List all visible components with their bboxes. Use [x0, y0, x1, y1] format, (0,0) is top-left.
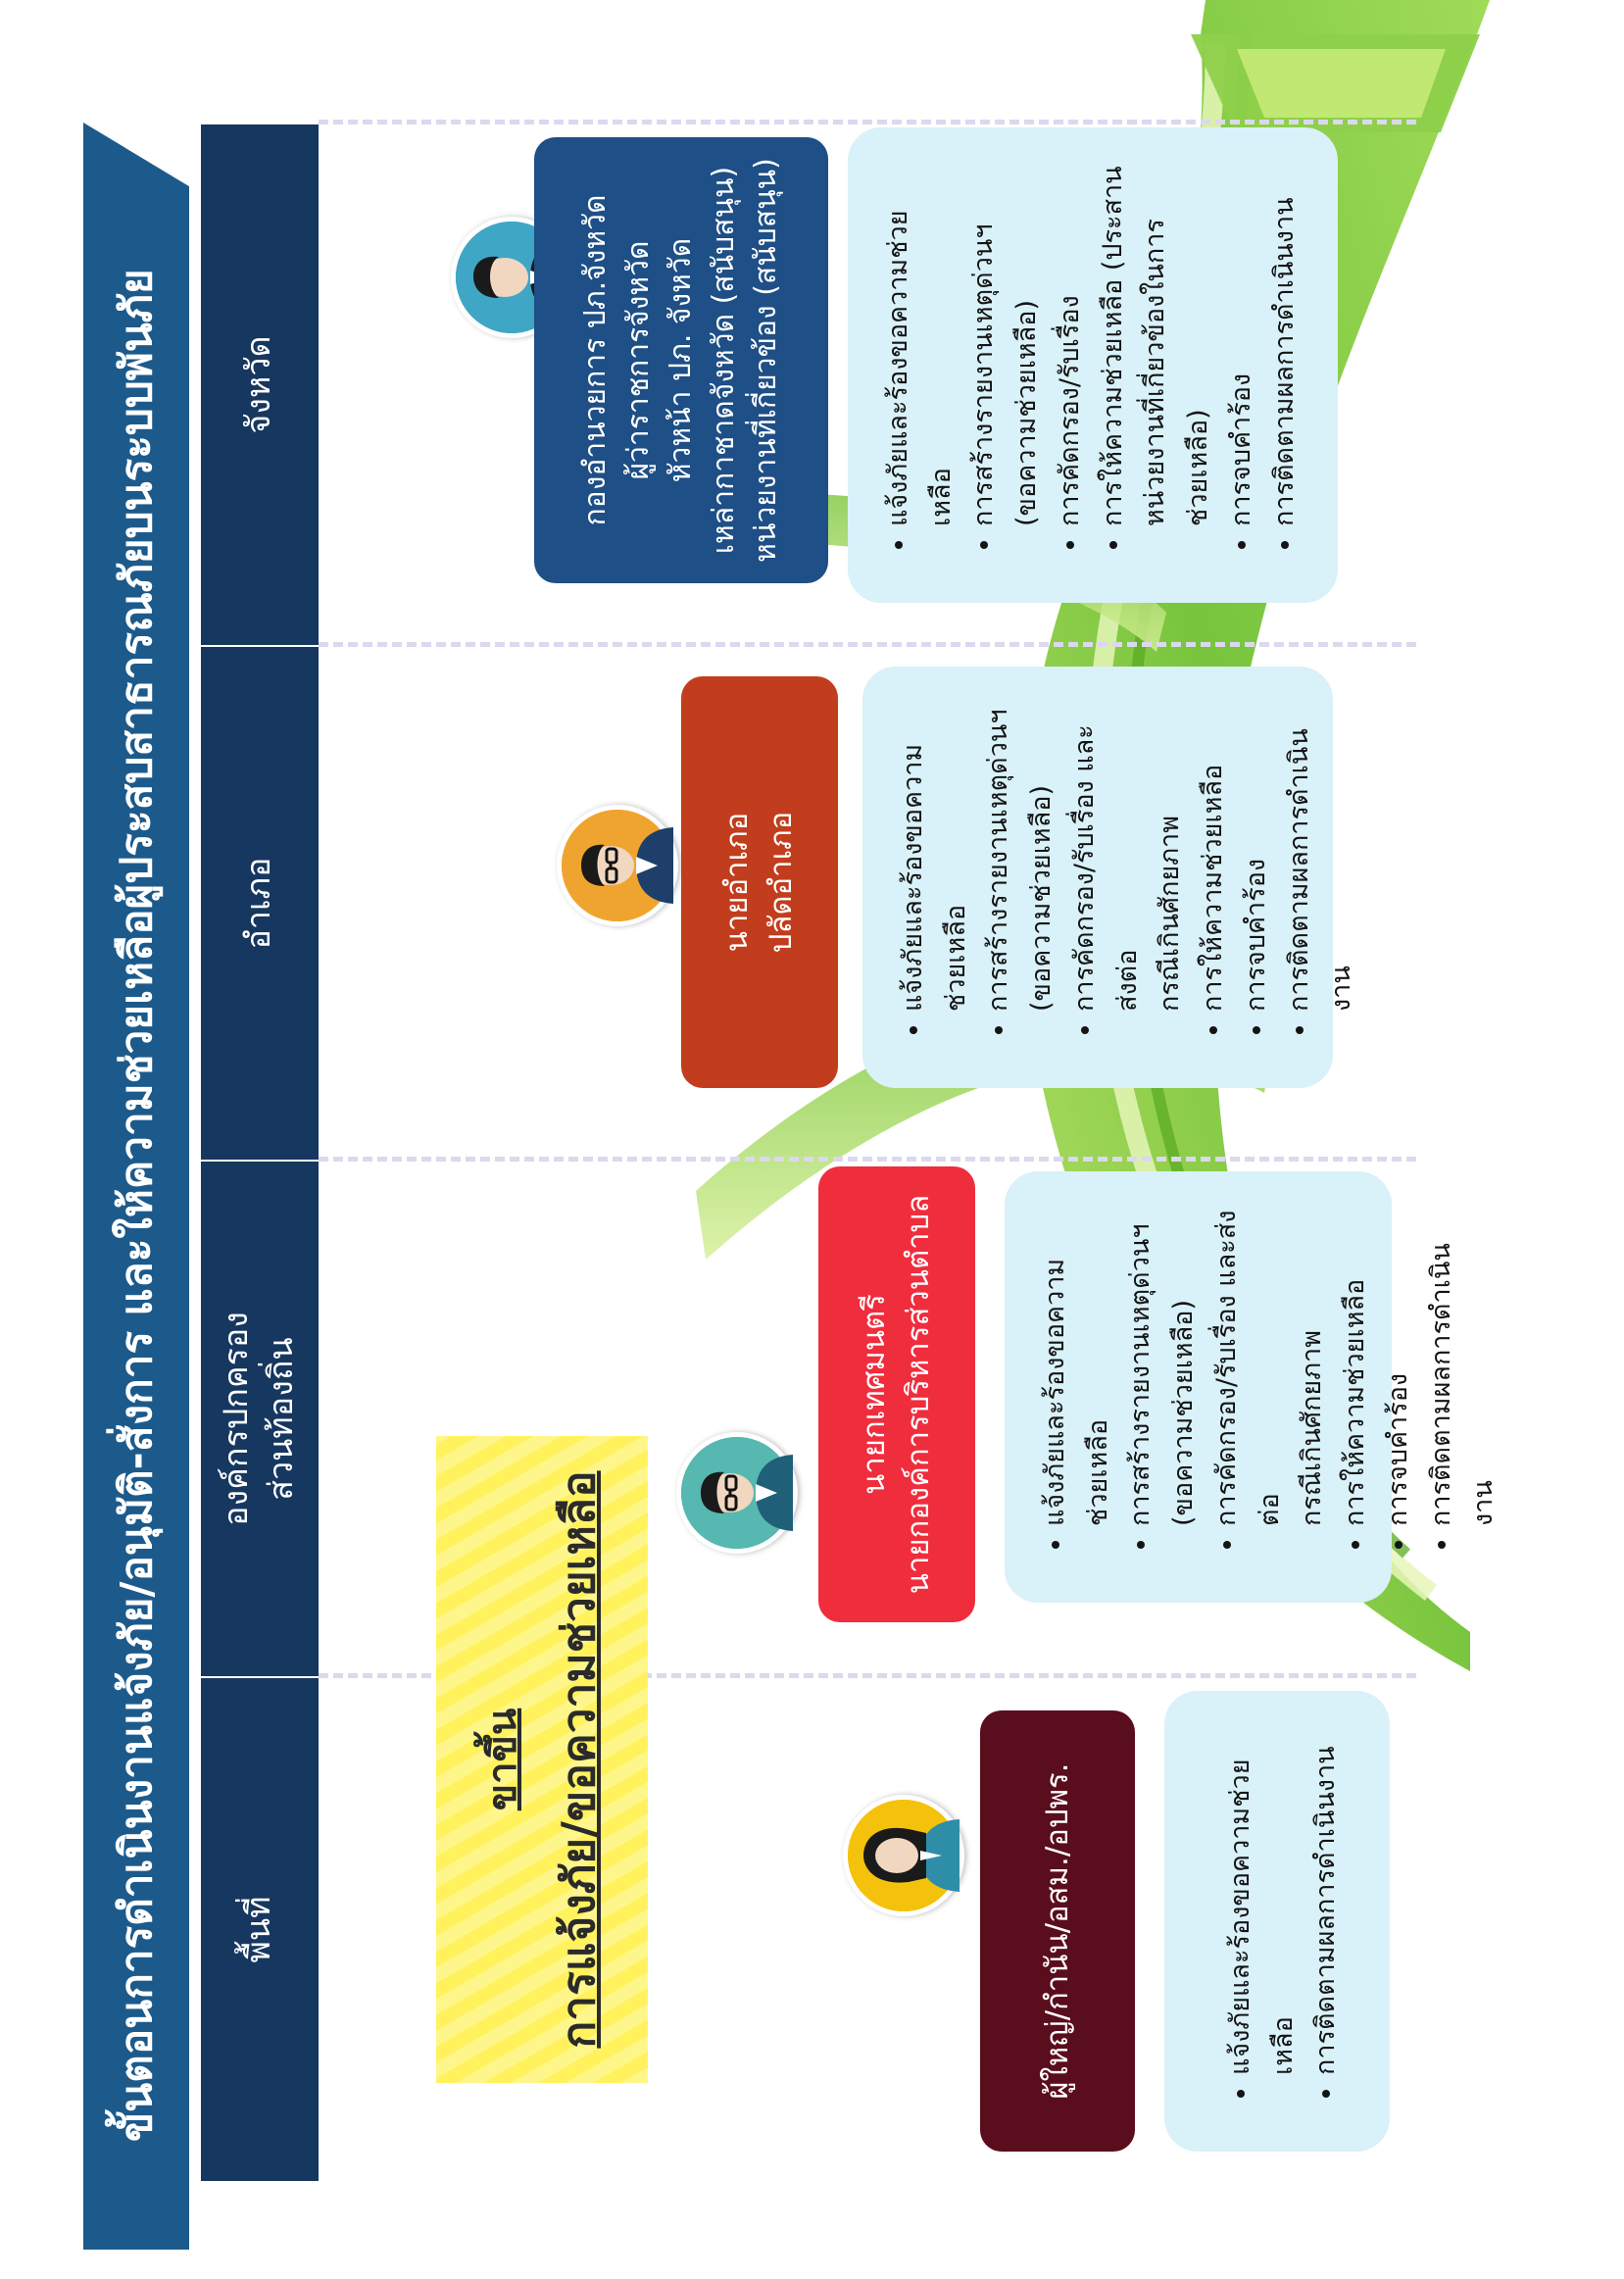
step-box-line2: การแจ้งภัย/ขอความช่วยเหลือ [551, 1470, 605, 2049]
list-item: การคัดกรอง/รับเรื่อง [1049, 163, 1092, 526]
list-item: การคัดกรอง/รับเรื่อง และส่งต่อกรณีเกินศั… [1063, 702, 1192, 1012]
person-glasses-icon [676, 1432, 798, 1554]
list-item: การติดตามผลการดำเนินงาน [1304, 1726, 1348, 2075]
role-local-line2: นายกองค์การบริหารส่วนตำบล [901, 1194, 936, 1595]
column-divider [319, 642, 1416, 647]
list-item: การคัดกรอง/รับเรื่อง และส่งต่อกรณีเกินศั… [1206, 1207, 1334, 1526]
list-item: การสร้างรายงานเหตุด่วนฯ(ขอความช่วยเหลือ) [1119, 1207, 1205, 1527]
role-box-district: นายอำเภอ ปลัดอำเภอ [681, 676, 838, 1088]
person-glasses-icon-drawing [681, 1437, 793, 1549]
list-item: แจ้งภัยและร้องขอความช่วยเหลือ [892, 702, 977, 1012]
role-province-line1: กองอำนวยการ ปภ.จังหวัด [578, 194, 614, 526]
role-box-local: นายกเทศมนตรี นายกองค์การบริหารส่วนตำบล [818, 1166, 975, 1622]
role-province-line4: เหล่ากาชาดจังหวัด (สนับสนุน) [706, 166, 741, 555]
title-banner: ขั้นตอนการดำเนินงานแจ้งภัย/อนุมัติ-สั่งก… [83, 123, 189, 2250]
list-item: การติดตามผลการดำเนินงาน [1263, 163, 1306, 526]
role-province-line5: หน่วยงานที่เกี่ยวข้อง (สนับสนุน) [749, 158, 784, 563]
column-divider [319, 1157, 1416, 1162]
role-local-line1: นายกเทศมนตรี [857, 1294, 893, 1495]
task-list-local: แจ้งภัยและร้องขอความช่วยเหลือ การสร้างรา… [1005, 1171, 1499, 1603]
header-area-label: พื้นที่ [239, 1896, 279, 1963]
step-box-upward: ขาขึ้น การแจ้งภัย/ขอความช่วยเหลือ [436, 1436, 648, 2083]
header-local-line1: องค์กรปกครอง [217, 1312, 257, 1526]
person-glasses-icon [557, 805, 678, 926]
list-item: การให้ความช่วยเหลือ [1192, 702, 1235, 1012]
role-box-area: ผู้ใหญ่/กำนัน/อสม./อปพร. [980, 1710, 1135, 2152]
task-list-province: แจ้งภัยและร้องขอความช่วยเหลือ การสร้างรา… [848, 127, 1338, 603]
header-district: อำเภอ [201, 645, 319, 1160]
person-female-icon-drawing [848, 1800, 960, 1911]
list-item: แจ้งภัยและร้องขอความช่วยเหลือ [1219, 1726, 1304, 2075]
header-province: จังหวัด [201, 123, 319, 645]
header-district-label: อำเภอ [239, 857, 279, 950]
list-item: การจบคำร้อง [1377, 1207, 1420, 1526]
list-item: การจบคำร้อง [1235, 702, 1278, 1012]
role-area-text: ผู้ใหญ่/กำนัน/อสม./อปพร. [1039, 1762, 1075, 2100]
column-divider [319, 120, 1416, 124]
list-item: การให้ความช่วยเหลือ (ประสานหน่วยงานที่เก… [1092, 163, 1220, 526]
step-box-line1: ขาขึ้น [479, 1708, 525, 1811]
diagram-title: ขั้นตอนการดำเนินงานแจ้งภัย/อนุมัติ-สั่งก… [112, 269, 162, 2142]
list-item: แจ้งภัยและร้องขอความช่วยเหลือ [877, 163, 962, 526]
role-province-line3: หัวหน้า ปภ. จังหวัด [664, 237, 699, 483]
list-item: การสร้างรายงานเหตุด่วนฯ(ขอความช่วยเหลือ) [962, 163, 1048, 527]
header-area: พื้นที่ [201, 1676, 319, 2181]
header-local: องค์กรปกครอง ส่วนท้องถิ่น [201, 1160, 319, 1676]
header-local-line2: ส่วนท้องถิ่น [262, 1337, 301, 1501]
task-list-area: แจ้งภัยและร้องขอความช่วยเหลือ การติดตามผ… [1164, 1691, 1390, 2152]
list-item: การให้ความช่วยเหลือ [1334, 1207, 1377, 1526]
header-province-label: จังหวัด [239, 335, 279, 434]
list-item: การจบคำร้อง [1220, 163, 1263, 526]
role-district-line1: นายอำเภอ [719, 812, 756, 953]
role-district-line2: ปลัดอำเภอ [763, 811, 799, 954]
list-item: การติดตามผลการดำเนินงาน [1420, 1207, 1505, 1526]
role-province-line2: ผู้ว่าราชการจังหวัด [620, 240, 656, 480]
list-item: แจ้งภัยและร้องขอความช่วยเหลือ [1034, 1207, 1119, 1526]
role-box-province: กองอำนวยการ ปภ.จังหวัด ผู้ว่าราชการจังหว… [534, 137, 828, 583]
list-item: การสร้างรายงานเหตุด่วนฯ(ขอความช่วยเหลือ) [977, 702, 1062, 1013]
person-glasses-icon-drawing [562, 810, 673, 921]
list-item: การติดตามผลการดำเนินงาน [1278, 702, 1363, 1012]
task-list-district: แจ้งภัยและร้องขอความช่วยเหลือ การสร้างรา… [862, 667, 1356, 1088]
person-female-icon [843, 1795, 964, 1916]
